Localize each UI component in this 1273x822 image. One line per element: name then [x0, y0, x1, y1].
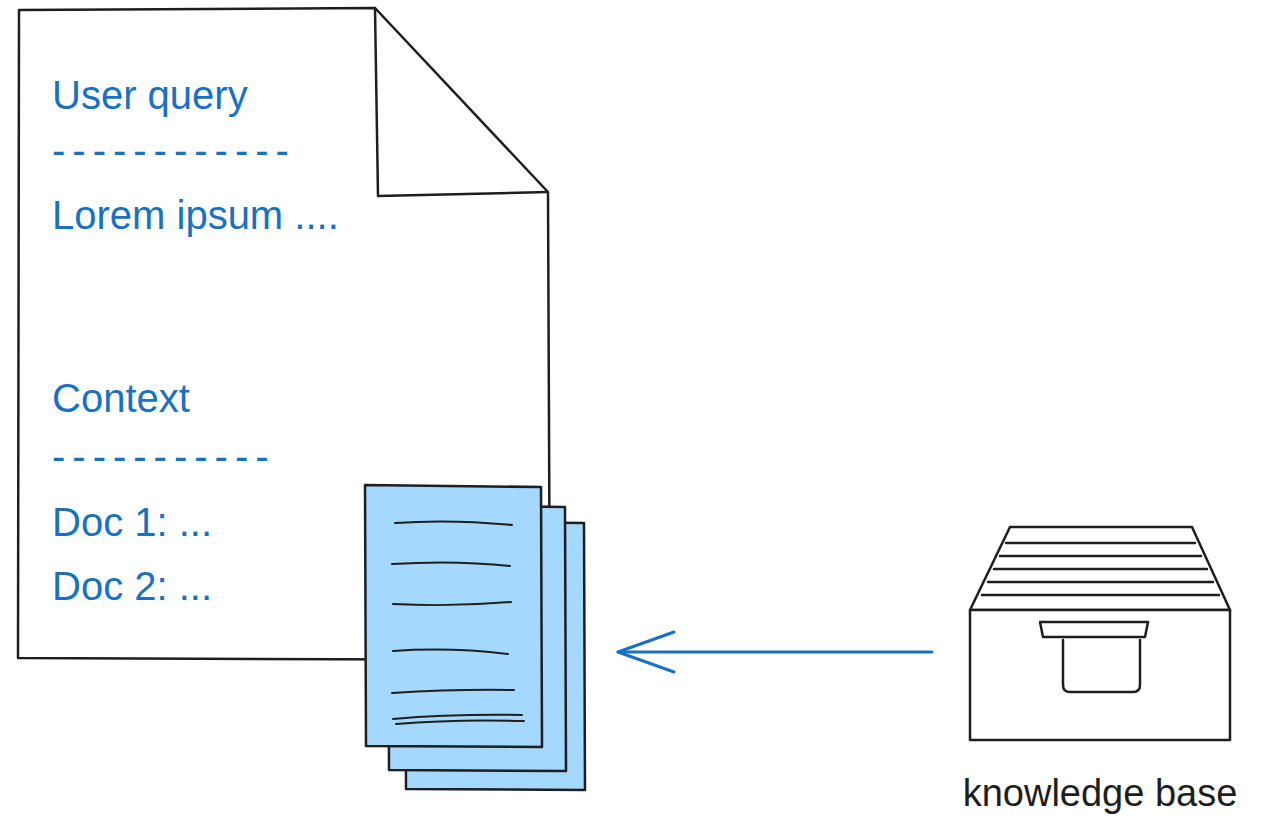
knowledge-base-drawer: knowledge base: [932, 515, 1268, 815]
outline-stroke: [18, 8, 550, 660]
retrieval-arrow: [618, 651, 932, 654]
outline-stroke: [1000, 555, 1201, 558]
doc-line: [393, 650, 508, 654]
doc-line: [396, 720, 524, 724]
doc-entry: Doc 1: ...: [52, 499, 352, 545]
doc-entry: Doc 2: ...: [52, 563, 352, 609]
divider-dashes: -----------: [52, 433, 532, 479]
doc-sheet: [388, 505, 566, 771]
outline-stroke: [1006, 542, 1195, 545]
doc-line: [392, 562, 510, 566]
doc-sheet: [405, 521, 585, 790]
outline-stroke: [970, 610, 1230, 740]
outline-stroke: [375, 8, 548, 196]
node-label: knowledge base: [932, 771, 1268, 815]
retrieved-docs: [365, 485, 585, 790]
outline-stroke: [970, 527, 1230, 610]
section-heading: User query: [52, 72, 532, 118]
prompt-document: User query ------------ Lorem ipsum .... Co…: [18, 8, 618, 794]
outline-stroke: [994, 568, 1207, 571]
outline-stroke: [988, 581, 1213, 584]
divider-dashes: ------------: [52, 127, 532, 173]
section-heading: Context: [52, 375, 532, 421]
outline-stroke: [1063, 640, 1140, 692]
doc-line: [392, 690, 514, 693]
doc-line: [393, 602, 511, 605]
query-text: Lorem ipsum ....: [52, 192, 532, 238]
node-outline: [932, 515, 1268, 815]
doc-line: [395, 521, 512, 525]
outline-stroke: [982, 594, 1219, 597]
doc-sheet: [365, 485, 542, 747]
outline-stroke: [1040, 622, 1148, 637]
doc-line: [393, 715, 522, 719]
